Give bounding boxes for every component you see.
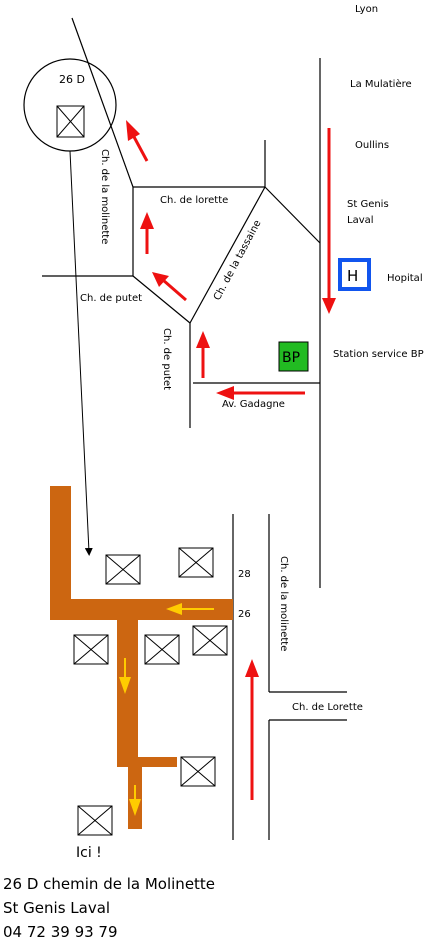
- hopital-label: Hopital: [387, 273, 423, 284]
- driveway: [50, 486, 233, 829]
- route-arrow-diagonal: [126, 120, 149, 162]
- ch-molinette-top-label: Ch. de la molinette: [99, 149, 110, 244]
- road-putet-diagonal: [132, 275, 191, 324]
- route-arrow-putet: [196, 331, 210, 378]
- ch-lorette-bottom-label: Ch. de Lorette: [292, 702, 363, 713]
- ch-tassaine-label: Ch. de la tassaine: [212, 218, 264, 302]
- route-arrow-molinette-lower: [245, 659, 259, 800]
- address-line-2: St Genis Laval: [3, 899, 111, 917]
- building-cross-icon: [56, 105, 85, 138]
- building-cross-icon: [77, 805, 113, 836]
- av-gadagne-label: Av. Gadagne: [222, 399, 285, 410]
- building-cross-icon: [144, 634, 180, 665]
- ch-putet-horizontal-label: Ch. de putet: [80, 293, 142, 304]
- road-diagonal-top: [71, 17, 134, 188]
- route-arrow-putet-diagonal: [152, 272, 187, 302]
- roads-upper: [42, 17, 321, 588]
- route-arrows: [126, 120, 336, 400]
- number-26-label: 26: [238, 609, 251, 620]
- station-service-label: Station service BP: [333, 349, 424, 360]
- phone-number: 04 72 39 93 79: [3, 923, 118, 941]
- ch-molinette-bottom-label: Ch. de la molinette: [278, 556, 289, 651]
- st-genis-label-2: Laval: [347, 215, 374, 226]
- building-cross-icon: [73, 634, 109, 665]
- buildings: [73, 547, 228, 836]
- road-tassaine: [189, 186, 266, 324]
- gas-station-icon: BP: [278, 341, 309, 372]
- roads-lower: [232, 514, 347, 840]
- building-cross-icon: [105, 554, 141, 585]
- route-arrow-molinette: [140, 212, 154, 254]
- building-cross-icon: [180, 756, 216, 787]
- driveway-arrows: [119, 603, 214, 816]
- driveway-arrow-left: [166, 603, 214, 615]
- hospital-icon: H: [338, 258, 371, 291]
- lyon-label: Lyon: [355, 4, 378, 15]
- driveway-arrow-down-1: [119, 658, 131, 694]
- driveway-arrow-down-2: [129, 785, 141, 816]
- st-genis-label-1: St Genis: [347, 199, 389, 210]
- house-number-label: 26 D: [59, 73, 85, 86]
- address-line-1: 26 D chemin de la Molinette: [3, 875, 216, 893]
- number-28-label: 28: [238, 569, 251, 580]
- svg-text:H: H: [347, 267, 358, 285]
- building-cross-icon: [192, 625, 228, 656]
- route-arrow-main: [322, 128, 336, 314]
- building-cross-icon: [178, 547, 214, 578]
- oullins-label: Oullins: [355, 140, 389, 151]
- la-mulatiere-label: La Mulatière: [350, 78, 412, 90]
- svg-text:BP: BP: [282, 350, 300, 366]
- ch-putet-vertical-label: Ch. de putet: [161, 328, 172, 390]
- road-lorette-east: [264, 186, 321, 244]
- ici-label: Ici !: [76, 845, 102, 861]
- ch-lorette-top-label: Ch. de lorette: [160, 195, 228, 206]
- route-arrow-gadagne: [216, 386, 305, 400]
- zoom-pointer-line: [69, 150, 93, 556]
